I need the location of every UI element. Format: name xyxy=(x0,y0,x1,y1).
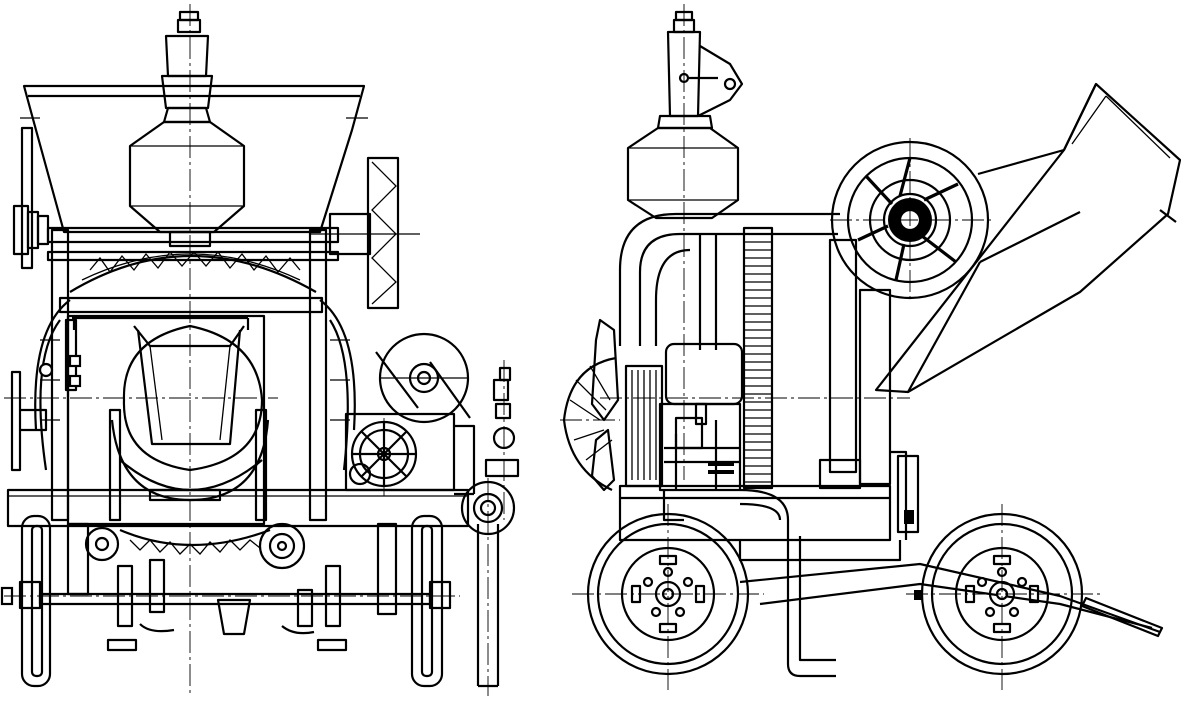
side-flywheel xyxy=(560,318,620,492)
side-left-wheel xyxy=(572,504,764,690)
front-motor-pulley xyxy=(375,332,471,424)
side-skip-hopper xyxy=(874,82,1181,394)
front-valve-column xyxy=(128,10,246,248)
side-exhaust xyxy=(739,488,836,678)
front-mixing-bowl xyxy=(66,314,270,526)
front-view xyxy=(0,4,520,696)
front-support-legs xyxy=(106,558,348,652)
front-left-pulleys xyxy=(10,126,50,472)
side-axes xyxy=(600,4,910,480)
front-handwheel xyxy=(344,412,456,492)
front-right-wheel xyxy=(410,514,444,688)
side-right-wheel xyxy=(906,504,1100,690)
front-hopper xyxy=(20,84,368,234)
side-view xyxy=(560,4,1181,690)
front-axes xyxy=(4,4,505,696)
side-valve-column xyxy=(626,10,744,220)
side-pulley-wheel xyxy=(830,138,992,302)
side-frame-tube xyxy=(618,212,840,346)
front-right-flywheel xyxy=(310,156,420,310)
side-rail-frame xyxy=(698,226,892,490)
front-left-wheel xyxy=(0,514,52,688)
front-lever xyxy=(38,318,82,392)
front-frame-beams xyxy=(46,226,340,522)
front-chassis xyxy=(6,488,470,636)
